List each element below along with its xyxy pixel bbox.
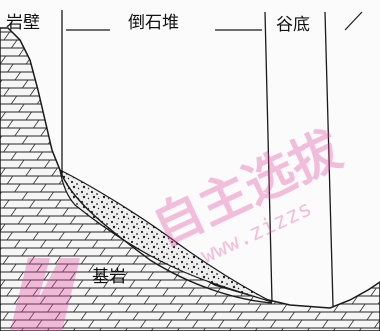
label-cliff: 岩壁 [6, 13, 40, 33]
watermark-logo [10, 258, 80, 331]
boundary-line-right [324, 11, 334, 307]
right-wall-line [344, 11, 363, 31]
talus-deposit [59, 168, 273, 303]
label-talus: 倒石堆 [128, 13, 179, 33]
label-bedrock: 基岩 [92, 267, 126, 287]
bedrock-surface-line [59, 169, 273, 304]
boundary-line-middle [264, 11, 273, 303]
label-valley-floor: 谷底 [276, 15, 310, 35]
bedrock-area [0, 27, 380, 331]
